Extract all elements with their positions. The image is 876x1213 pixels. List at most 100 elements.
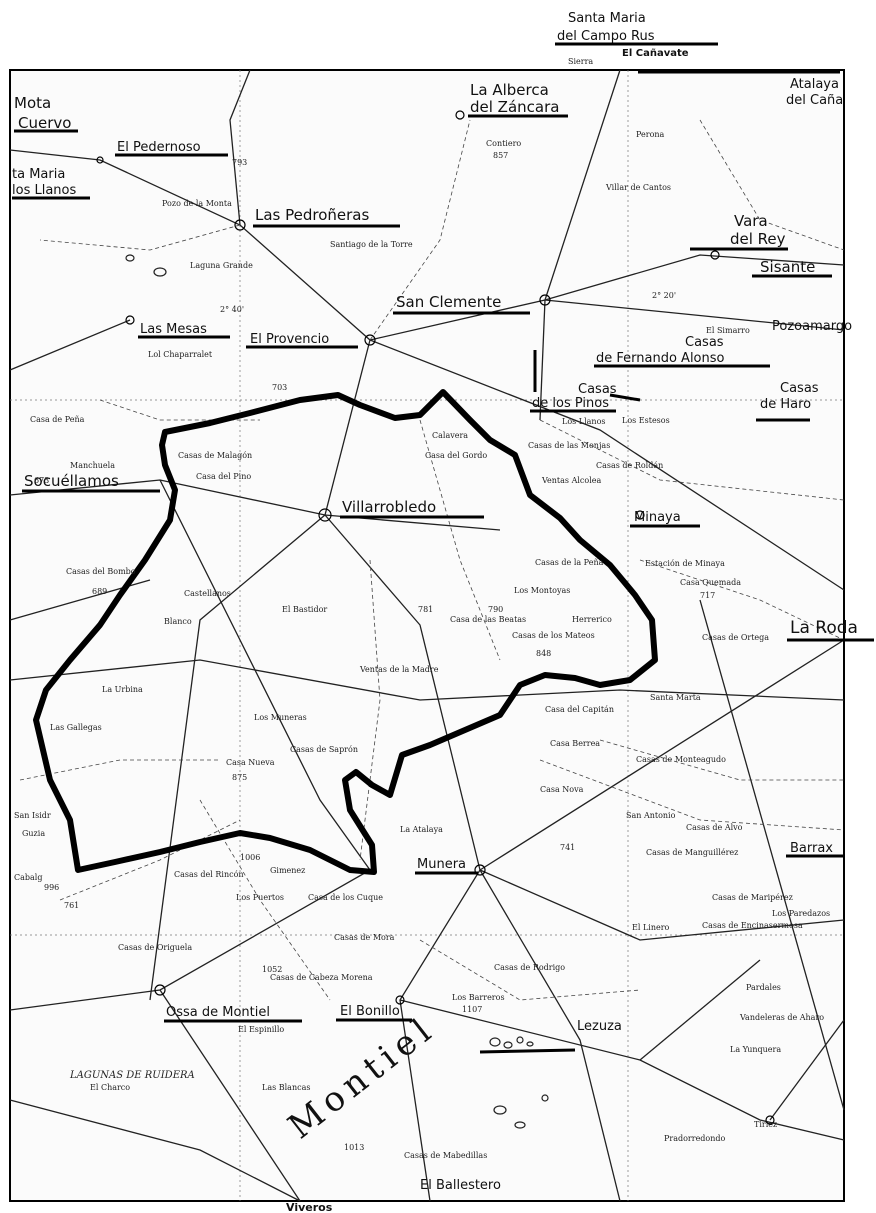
label-casa-pino: Casa del Pino — [196, 472, 251, 481]
town-casas-haro-1: Casas — [780, 381, 819, 396]
elevation-17: 996 — [44, 883, 59, 892]
elevation-8: 790 — [488, 605, 503, 614]
label-casa-gordo: Casa del Gordo — [425, 451, 487, 460]
label-el-simarro: El Simarro — [706, 326, 750, 335]
label-los-montoyas: Los Montoyas — [514, 586, 570, 595]
label-casas-mariperez: Casas de Maripérez — [712, 893, 793, 902]
town-la-alberca-1: La Alberca — [470, 81, 549, 99]
lagoons — [125, 254, 549, 1129]
town-el-ballestero: El Ballestero — [420, 1178, 501, 1193]
label-el-bastidor: El Bastidor — [282, 605, 327, 614]
label-casas-manguillerez: Casas de Manguillérez — [646, 848, 738, 857]
town-casas-haro-2: de Haro — [760, 397, 811, 412]
town-casas-pinos-2: de los Pinos — [532, 396, 609, 411]
label-los-puertos: Los Puertos — [236, 893, 284, 902]
coordinate-2-20: 2° 20' — [652, 291, 676, 300]
label-casas-sapron: Casas de Saprón — [290, 745, 358, 754]
label-los-llanos: Los Llanos — [562, 417, 606, 426]
label-pardales: Pardales — [746, 983, 781, 992]
town-el-provencio: El Provencio — [250, 332, 329, 347]
town-san-clemente: San Clemente — [396, 293, 501, 311]
label-blanco: Blanco — [164, 617, 192, 626]
label-san-antonio: San Antonio — [626, 811, 676, 820]
extra-underlines — [479, 350, 641, 1054]
label-casa-quemada: Casa Quemada — [680, 578, 741, 587]
label-casa-nova: Casa Nova — [540, 785, 584, 794]
label-gimenez: Gimenez — [270, 866, 305, 875]
label-el-espinillo: El Espinillo — [238, 1025, 284, 1034]
label-vandeleras: Vandeleras de Aharo — [739, 1013, 824, 1022]
label-contiero: Contiero — [486, 139, 521, 148]
town-la-alberca-2: del Záncara — [470, 98, 559, 116]
tracks — [19, 119, 845, 1001]
label-laguna-grande: Laguna Grande — [190, 261, 253, 270]
label-perona: Perona — [636, 130, 665, 139]
label-pradorredondo: Pradorredondo — [664, 1134, 726, 1143]
label-el-charco: El Charco — [90, 1083, 130, 1092]
town-villarrobledo: Villarrobledo — [342, 498, 436, 516]
label-los-muneras: Los Muneras — [254, 713, 307, 722]
elevation-15: 761 — [64, 901, 79, 910]
label-casas-mora: Casas de Mora — [334, 933, 395, 942]
town-pozoamargo: Pozoamargo — [772, 319, 852, 334]
outside-labels: Santa Maria del Campo Rus El Cañavate Vi… — [286, 11, 840, 1213]
elevation-10: 875 — [232, 773, 247, 782]
elevation-1: 857 — [493, 151, 508, 160]
label-casa-cuque: Casa de los Cuque — [308, 893, 383, 902]
label-sierra: Sierra — [568, 57, 593, 66]
coordinate-2-40: 2° 40' — [220, 305, 244, 314]
elevation-14: 741 — [560, 843, 575, 852]
label-san-isidro: San Isidr — [14, 811, 51, 820]
town-markers — [96, 110, 775, 1125]
grid-lines — [10, 70, 844, 1201]
label-casas-encinas: Casas de Encinasermosa — [702, 921, 803, 930]
label-manchuela: Manchuela — [70, 461, 115, 470]
elevation-16: 1013 — [344, 1143, 364, 1152]
town-mota-1: Mota — [14, 94, 51, 112]
town-el-bonillo: El Bonillo — [340, 1004, 400, 1019]
minor-labels: Calavera Casa del Gordo Casas de las Mon… — [14, 57, 830, 1160]
label-el-canavate: El Cañavate — [622, 48, 689, 59]
elevation-3: 703 — [272, 383, 287, 392]
label-cabalgeras: Cabalg — [14, 873, 42, 882]
label-el-linero: El Linero — [632, 923, 670, 932]
label-santiago-torre: Santiago de la Torre — [330, 240, 413, 249]
town-casas-fernando-2: de Fernando Alonso — [596, 351, 725, 366]
label-casas-monteagudo: Casas de Monteagudo — [636, 755, 726, 764]
label-santa-maria: Santa Maria — [568, 11, 646, 26]
label-santa-marta: Santa Marta — [650, 693, 701, 702]
town-socuellamos: Socuéllamos — [24, 472, 119, 490]
label-casa-berrea: Casa Berrea — [550, 739, 600, 748]
label-casas-alvo: Casas de Alvo — [686, 823, 743, 832]
label-la-atalaya: La Atalaya — [400, 825, 443, 834]
town-vara-2: del Rey — [730, 230, 786, 248]
town-lezuza: Lezuza — [577, 1019, 622, 1034]
town-ossa-de-montiel: Ossa de Montiel — [166, 1005, 270, 1020]
town-vara-1: Vara — [734, 212, 768, 230]
label-casas-roldan: Casas de Roldán — [596, 461, 663, 470]
town-las-pedroneras: Las Pedroñeras — [255, 206, 370, 224]
label-estacion-minaya: Estación de Minaya — [645, 559, 725, 568]
label-lol-chaparral: Lol Chaparralet — [148, 350, 213, 359]
town-munera: Munera — [417, 857, 466, 872]
town-atalaya-1: Atalaya — [790, 77, 839, 92]
label-pozo-monta: Pozo de la Monta — [162, 199, 232, 208]
label-casas-ortega: Casas de Ortega — [702, 633, 769, 642]
label-castellanos: Castellanos — [184, 589, 231, 598]
town-santa-maria-llanos-2: los Llanos — [12, 183, 76, 198]
elevation-11: 1006 — [240, 853, 260, 862]
town-barrax: Barrax — [790, 841, 833, 856]
label-casa-nueva: Casa Nueva — [226, 758, 275, 767]
label-las-gallegas: Las Gallegas — [50, 723, 102, 732]
label-los-paredazos: Los Paredazos — [772, 909, 830, 918]
town-atalaya-2: del Caña — [786, 93, 843, 108]
label-villar-cantos: Villar de Cantos — [605, 183, 671, 192]
label-campo-rus: del Campo Rus — [557, 29, 655, 44]
label-la-urbina: La Urbina — [102, 685, 143, 694]
label-casas-monjas: Casas de las Monjas — [528, 441, 610, 450]
label-ventas-alcolea: Ventas Alcolea — [541, 476, 601, 485]
elevation-9: 717 — [700, 591, 715, 600]
label-casa-rincon: Casas del Rincón — [174, 870, 244, 879]
label-calaveras: Calavera — [432, 431, 468, 440]
label-cabeza-morena: Casas de Cabeza Morena — [270, 973, 373, 982]
